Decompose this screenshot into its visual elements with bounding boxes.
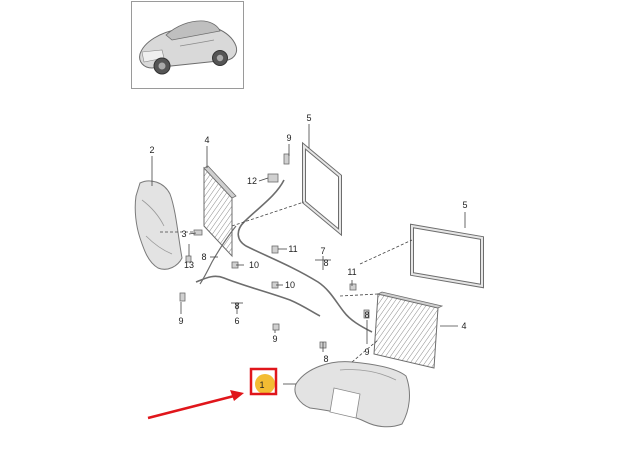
callout-8-a: 8	[201, 252, 206, 262]
callout-8-d: 8	[323, 354, 328, 364]
callout-13: 13	[184, 260, 194, 270]
callout-9-mid: 9	[272, 334, 277, 344]
condenser-left[interactable]	[203, 165, 237, 258]
highlight-marker	[255, 374, 275, 394]
callout-10-a: 10	[249, 260, 259, 270]
callout-6: 6	[234, 316, 239, 326]
callout-4-left: 4	[204, 135, 209, 145]
callout-11-a: 11	[288, 244, 297, 254]
condenser-right[interactable]	[373, 291, 444, 369]
callout-8-c: 8	[323, 258, 328, 268]
air-duct-left[interactable]	[134, 180, 183, 270]
fittings	[179, 153, 370, 349]
highlight-box	[249, 367, 278, 396]
callout-3: 3	[181, 229, 186, 239]
callout-8-e: 8	[364, 310, 369, 320]
callout-4-right: 4	[461, 321, 466, 331]
callout-11-b: 11	[347, 267, 356, 277]
refrigerant-lines	[195, 179, 373, 333]
vehicle-thumbnail	[131, 1, 244, 89]
callout-12: 12	[247, 176, 257, 186]
air-duct-front[interactable]	[294, 361, 410, 428]
callout-5-right: 5	[462, 200, 467, 210]
car-icon	[139, 20, 238, 75]
radiator-frame-top[interactable]	[302, 141, 342, 237]
callout-2: 2	[149, 145, 154, 155]
highlight-callout-1[interactable]: 1	[249, 367, 278, 396]
callout-5-top: 5	[306, 113, 311, 123]
callout-10-b: 10	[285, 280, 295, 290]
callout-7: 7	[320, 246, 325, 256]
red-arrow-icon	[147, 390, 244, 420]
callout-1: 1	[259, 380, 264, 390]
callout-9-right: 9	[364, 347, 369, 357]
leader-lines	[151, 124, 466, 385]
callout-8-b: 8	[234, 301, 239, 311]
radiator-frame-right[interactable]	[410, 223, 484, 289]
callout-9-top: 9	[286, 133, 291, 143]
callout-9-left: 9	[178, 316, 183, 326]
